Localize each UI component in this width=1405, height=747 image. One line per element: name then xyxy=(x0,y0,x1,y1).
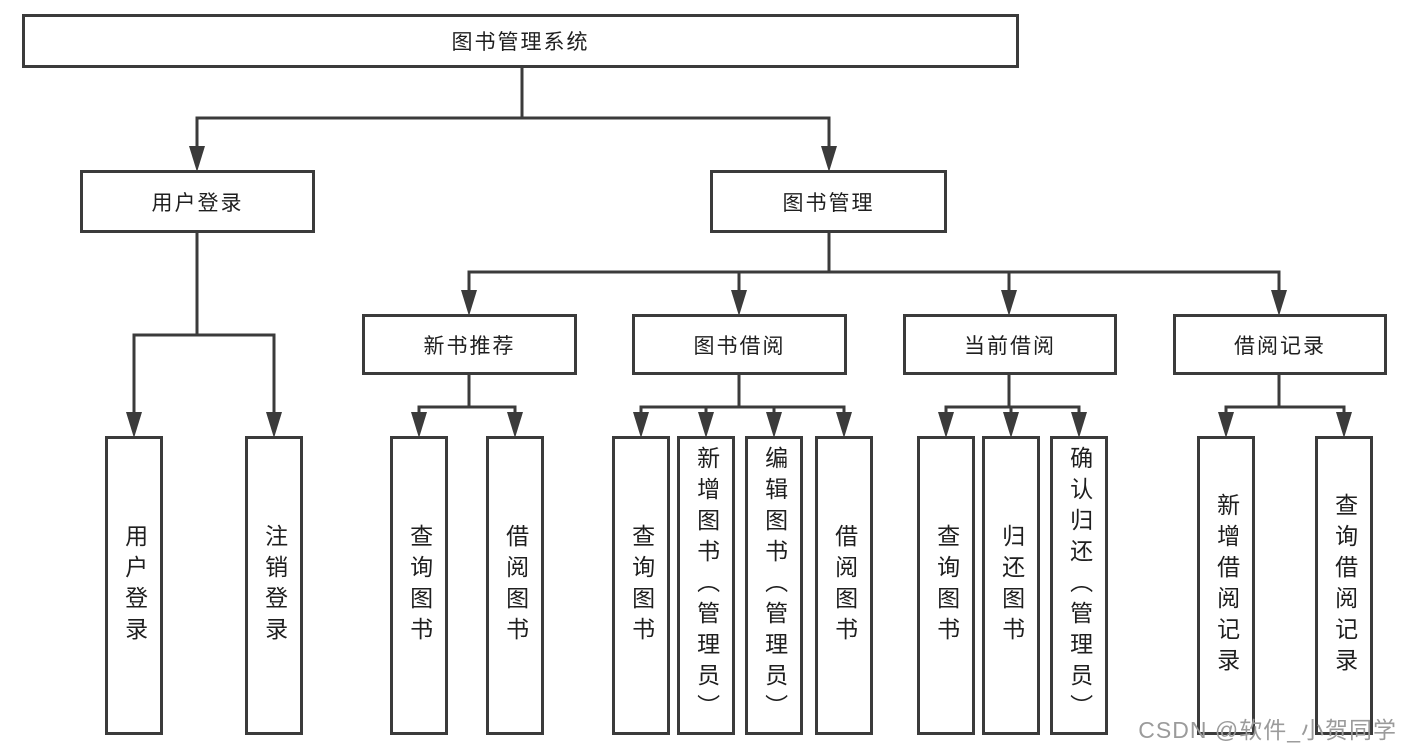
arrow-down-icon xyxy=(1003,412,1019,438)
arrow-down-icon xyxy=(1001,290,1017,316)
connector-bookborrow-to-leaves xyxy=(639,373,846,416)
arrow-down-icon xyxy=(266,412,282,438)
arrow-down-icon xyxy=(698,412,714,438)
leaf-edit-books-admin: 编辑图书（管理员） xyxy=(745,436,803,735)
leaf-borrow-books-recommend: 借阅图书 xyxy=(486,436,544,735)
node-root-system: 图书管理系统 xyxy=(22,14,1019,68)
node-user-login: 用户登录 xyxy=(80,170,315,233)
arrow-down-icon xyxy=(1336,412,1352,438)
leaf-borrow-books: 借阅图书 xyxy=(815,436,873,735)
leaf-query-books-current: 查询图书 xyxy=(917,436,975,735)
leaf-query-books-recommend: 查询图书 xyxy=(390,436,448,735)
leaf-add-books-admin: 新增图书（管理员） xyxy=(677,436,735,735)
arrow-down-icon xyxy=(461,290,477,316)
arrow-down-icon xyxy=(1071,412,1087,438)
arrow-down-icon xyxy=(731,290,747,316)
leaf-return-books: 归还图书 xyxy=(982,436,1040,735)
connector-borrowrecord-to-leaves xyxy=(1224,373,1346,416)
leaf-query-borrow-record: 查询借阅记录 xyxy=(1315,436,1373,735)
connector-currentborrow-to-leaves xyxy=(944,373,1081,416)
arrow-down-icon xyxy=(411,412,427,438)
connector-root-to-level1 xyxy=(195,66,831,150)
arrow-down-icon xyxy=(189,146,205,172)
leaf-confirm-return-admin: 确认归还（管理员） xyxy=(1050,436,1108,735)
connector-userlogin-to-leaves xyxy=(132,231,276,416)
leaf-logout: 注销登录 xyxy=(245,436,303,735)
node-borrow-records: 借阅记录 xyxy=(1173,314,1387,375)
node-book-management: 图书管理 xyxy=(710,170,947,233)
arrow-down-icon xyxy=(126,412,142,438)
node-new-book-recommend: 新书推荐 xyxy=(362,314,577,375)
leaf-add-borrow-record: 新增借阅记录 xyxy=(1197,436,1255,735)
arrow-down-icon xyxy=(766,412,782,438)
connector-bookmgmt-to-level2 xyxy=(467,231,1281,294)
leaf-user-login: 用户登录 xyxy=(105,436,163,735)
arrow-down-icon xyxy=(1271,290,1287,316)
arrow-down-icon xyxy=(821,146,837,172)
node-book-borrowing: 图书借阅 xyxy=(632,314,847,375)
leaf-query-books-borrow: 查询图书 xyxy=(612,436,670,735)
arrow-down-icon xyxy=(507,412,523,438)
node-current-borrowing: 当前借阅 xyxy=(903,314,1117,375)
arrow-down-icon xyxy=(938,412,954,438)
csdn-watermark: CSDN @软件_小贺同学 xyxy=(1138,717,1397,743)
arrow-down-icon xyxy=(1218,412,1234,438)
connector-newbook-to-leaves xyxy=(417,373,517,416)
arrow-down-icon xyxy=(836,412,852,438)
arrowheads xyxy=(126,146,1352,438)
arrow-down-icon xyxy=(633,412,649,438)
